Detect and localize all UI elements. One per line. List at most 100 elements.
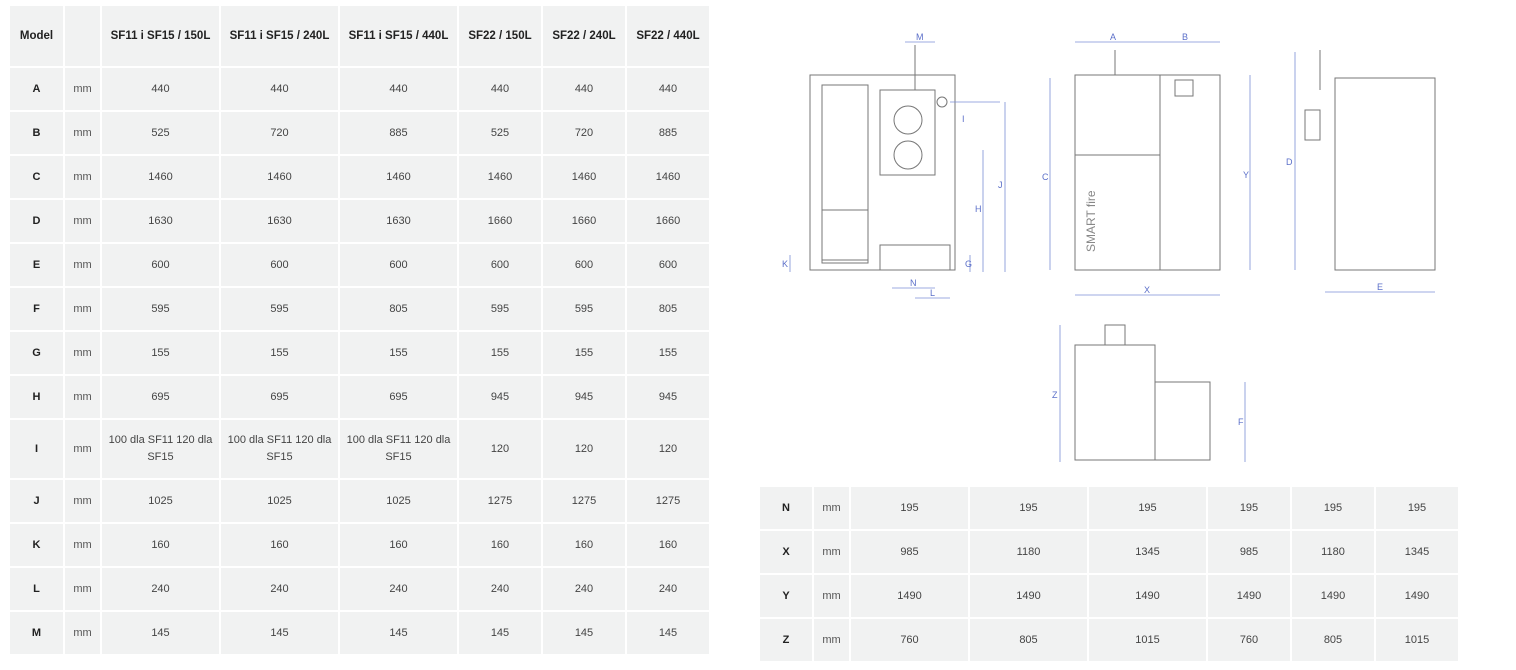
table-cell: 160 <box>543 524 625 566</box>
row-unit: mm <box>65 568 100 610</box>
row-label: X <box>760 531 812 573</box>
row-unit: mm <box>814 619 849 661</box>
table-cell: 985 <box>851 531 968 573</box>
column-header: SF11 i SF15 / 240L <box>221 6 338 66</box>
table-cell: 240 <box>102 568 219 610</box>
table-cell: 1460 <box>459 156 541 198</box>
dim-label: E <box>1377 282 1383 292</box>
row-unit: mm <box>65 612 100 654</box>
column-header: SF22 / 440L <box>627 6 709 66</box>
table-cell: 120 <box>543 420 625 478</box>
dim-label: L <box>930 288 935 298</box>
table-cell: 240 <box>459 568 541 610</box>
table-cell: 1630 <box>221 200 338 242</box>
table-cell: 440 <box>459 68 541 110</box>
table-cell: 145 <box>543 612 625 654</box>
table-cell: 160 <box>221 524 338 566</box>
column-header: SF11 i SF15 / 440L <box>340 6 457 66</box>
row-unit: mm <box>65 332 100 374</box>
table-cell: 240 <box>543 568 625 610</box>
table-cell: 600 <box>543 244 625 286</box>
table-cell: 695 <box>102 376 219 418</box>
table-cell: 195 <box>851 487 968 529</box>
table-cell: 1180 <box>1292 531 1374 573</box>
table-cell: 195 <box>1208 487 1290 529</box>
row-unit: mm <box>65 420 100 478</box>
table-cell: 155 <box>340 332 457 374</box>
table-cell: 1460 <box>340 156 457 198</box>
table-cell: 1345 <box>1376 531 1458 573</box>
front-view: M I J H K G N L <box>782 32 1006 299</box>
top-view: Z F <box>1052 324 1246 462</box>
table-cell: 145 <box>102 612 219 654</box>
row-unit: mm <box>65 68 100 110</box>
table-cell: 600 <box>221 244 338 286</box>
row-unit: mm <box>65 156 100 198</box>
table-cell: 760 <box>851 619 968 661</box>
table-cell: 1490 <box>1376 575 1458 617</box>
row-label: H <box>10 376 63 418</box>
row-label: C <box>10 156 63 198</box>
row-unit: mm <box>65 244 100 286</box>
row-unit: mm <box>65 288 100 330</box>
dimensions-table-left: Model SF11 i SF15 / 150L SF11 i SF15 / 2… <box>8 4 711 656</box>
dim-label: D <box>1286 157 1293 167</box>
dim-label: Z <box>1052 390 1058 400</box>
row-label: Z <box>760 619 812 661</box>
table-cell: 805 <box>627 288 709 330</box>
row-label: A <box>10 68 63 110</box>
table-cell: 695 <box>221 376 338 418</box>
table-cell: 1630 <box>102 200 219 242</box>
row-label: B <box>10 112 63 154</box>
dim-label: F <box>1238 417 1244 427</box>
boiler-dimension-drawing: M I J H K G N L SMART fire A B C Y X <box>782 32 1436 462</box>
row-label: M <box>10 612 63 654</box>
table-cell: 155 <box>102 332 219 374</box>
table-cell: 1025 <box>221 480 338 522</box>
table-cell: 1015 <box>1376 619 1458 661</box>
brand-text: SMART fire <box>1084 190 1098 252</box>
table-cell: 195 <box>1292 487 1374 529</box>
row-label: I <box>10 420 63 478</box>
table-cell: 600 <box>102 244 219 286</box>
table-cell: 1460 <box>543 156 625 198</box>
dim-label: C <box>1042 172 1049 182</box>
table-cell: 1275 <box>459 480 541 522</box>
table-cell: 805 <box>340 288 457 330</box>
table-cell: 240 <box>221 568 338 610</box>
table-cell: 155 <box>221 332 338 374</box>
table-cell: 440 <box>627 68 709 110</box>
table-cell: 1180 <box>970 531 1087 573</box>
column-header: SF22 / 150L <box>459 6 541 66</box>
table-cell: 1025 <box>340 480 457 522</box>
unit-header <box>65 6 100 66</box>
header-row: Model SF11 i SF15 / 150L SF11 i SF15 / 2… <box>10 6 709 66</box>
table-cell: 1490 <box>1292 575 1374 617</box>
table-cell: 760 <box>1208 619 1290 661</box>
table-cell: 1630 <box>340 200 457 242</box>
table-cell: 160 <box>627 524 709 566</box>
row-label: F <box>10 288 63 330</box>
row-label: G <box>10 332 63 374</box>
row-label: Y <box>760 575 812 617</box>
table-cell: 440 <box>221 68 338 110</box>
dim-label: I <box>962 114 965 124</box>
table-cell: 945 <box>459 376 541 418</box>
row-label: L <box>10 568 63 610</box>
